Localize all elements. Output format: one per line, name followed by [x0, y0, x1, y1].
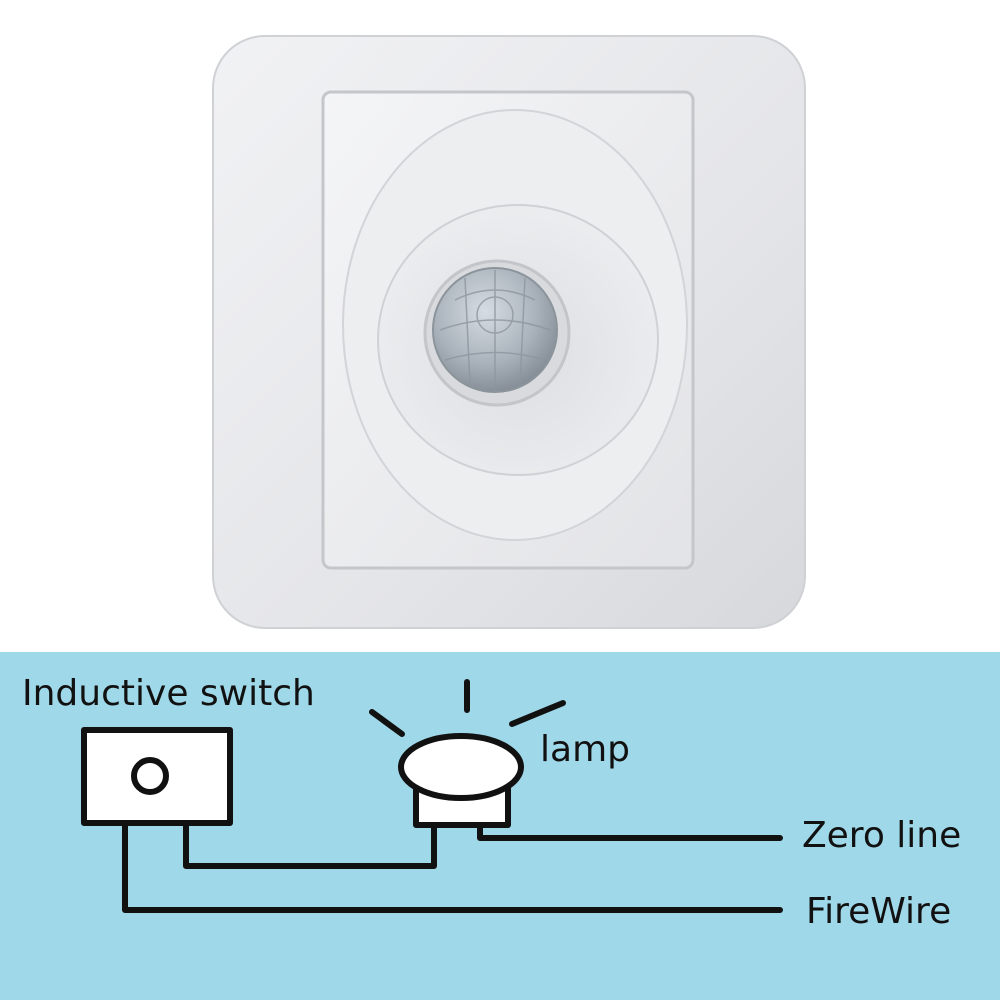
firewire-label: FireWire [806, 891, 952, 932]
wiring-diagram: Inductive switch lamp Zero line FireWire [0, 652, 1000, 1000]
zero-line [477, 822, 783, 841]
lens-facets [439, 270, 551, 392]
lamp-ray-left [369, 709, 405, 737]
lamp-label: lamp [540, 729, 630, 770]
inductive-switch-label: Inductive switch [22, 673, 315, 714]
switch-to-lamp-wire [183, 820, 437, 869]
product-photo [212, 35, 806, 629]
lamp-bulb [398, 733, 524, 801]
switch-knob [131, 757, 169, 795]
firewire-line [122, 820, 783, 913]
wiring-schematic [81, 679, 783, 913]
lamp-ray-right [509, 700, 566, 727]
zero-line-label: Zero line [802, 815, 962, 856]
pir-switch-illustration [212, 35, 806, 629]
